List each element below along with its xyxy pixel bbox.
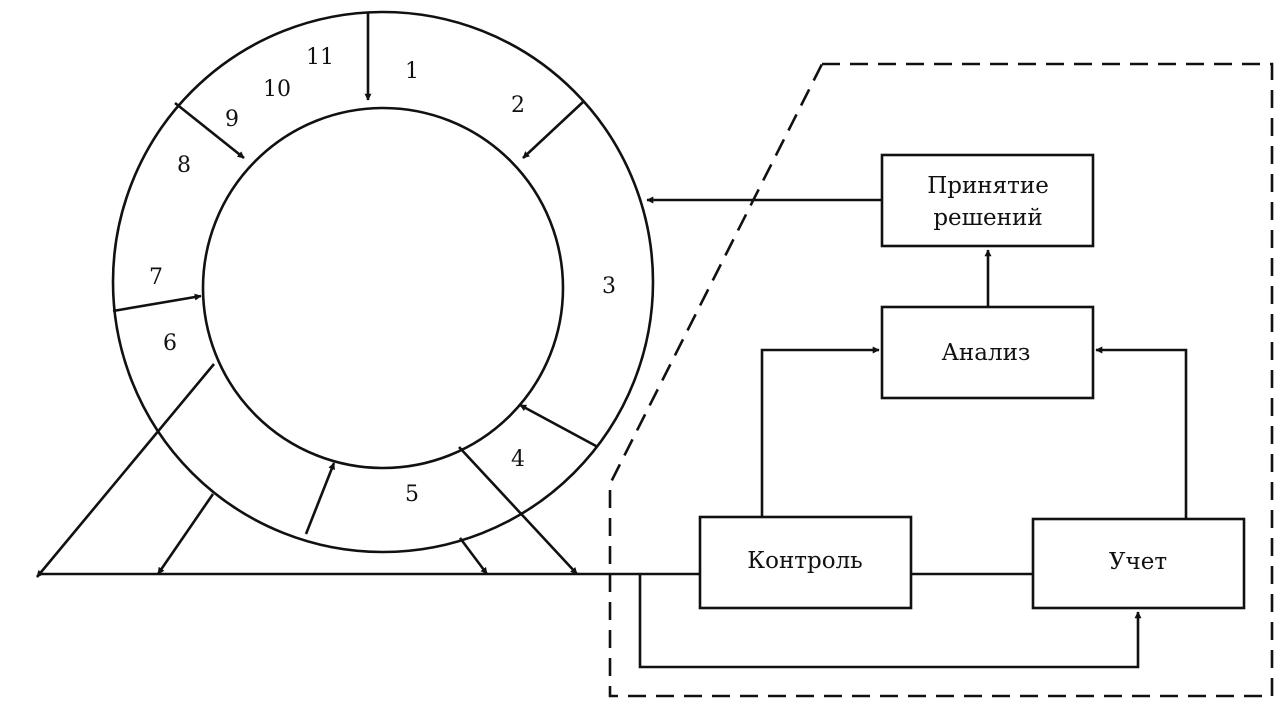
segment-label-5: 5 — [405, 482, 419, 507]
arrow-output-4 — [458, 446, 578, 575]
accounting-label: Учет — [1109, 549, 1167, 575]
segment-label-2: 2 — [511, 93, 525, 118]
outer-ring — [111, 10, 655, 554]
analysis-block — [880, 305, 1095, 400]
segment-label-3: 3 — [602, 274, 616, 299]
arrow-output-6 — [36, 363, 215, 578]
decisions-label-line2: решений — [933, 205, 1042, 231]
control-label: Контроль — [747, 548, 862, 574]
arrow-3-4 — [519, 403, 597, 448]
segment-label-7: 7 — [149, 265, 163, 290]
arrow-output-5 — [458, 537, 489, 575]
segment-label-1: 1 — [405, 59, 419, 84]
analysis-label: Анализ — [942, 340, 1031, 366]
arrow-1-2 — [522, 101, 584, 159]
segment-label-11: 11 — [306, 45, 334, 70]
dashed-boundary — [608, 62, 1274, 698]
segment-label-6: 6 — [163, 331, 177, 356]
arrow-output-ring — [156, 493, 215, 575]
arrow-6-7 — [112, 293, 202, 313]
arrow-8-9 — [174, 101, 245, 160]
arrow-loop-to-accounting — [638, 574, 1142, 669]
decisions-label-line1: Принятие — [927, 173, 1049, 199]
arrow-4-5 — [304, 462, 336, 535]
control-block — [698, 515, 913, 610]
segment-label-4: 4 — [511, 447, 525, 472]
decisions-block — [880, 153, 1095, 248]
inner-ring — [201, 106, 565, 470]
segment-label-8: 8 — [177, 153, 191, 178]
segment-label-9: 9 — [225, 107, 239, 132]
arrow-accounting-to-analysis — [1095, 346, 1188, 519]
accounting-block — [1031, 517, 1246, 610]
arrow-control-to-analysis — [760, 346, 880, 517]
segment-label-10: 10 — [263, 77, 291, 102]
